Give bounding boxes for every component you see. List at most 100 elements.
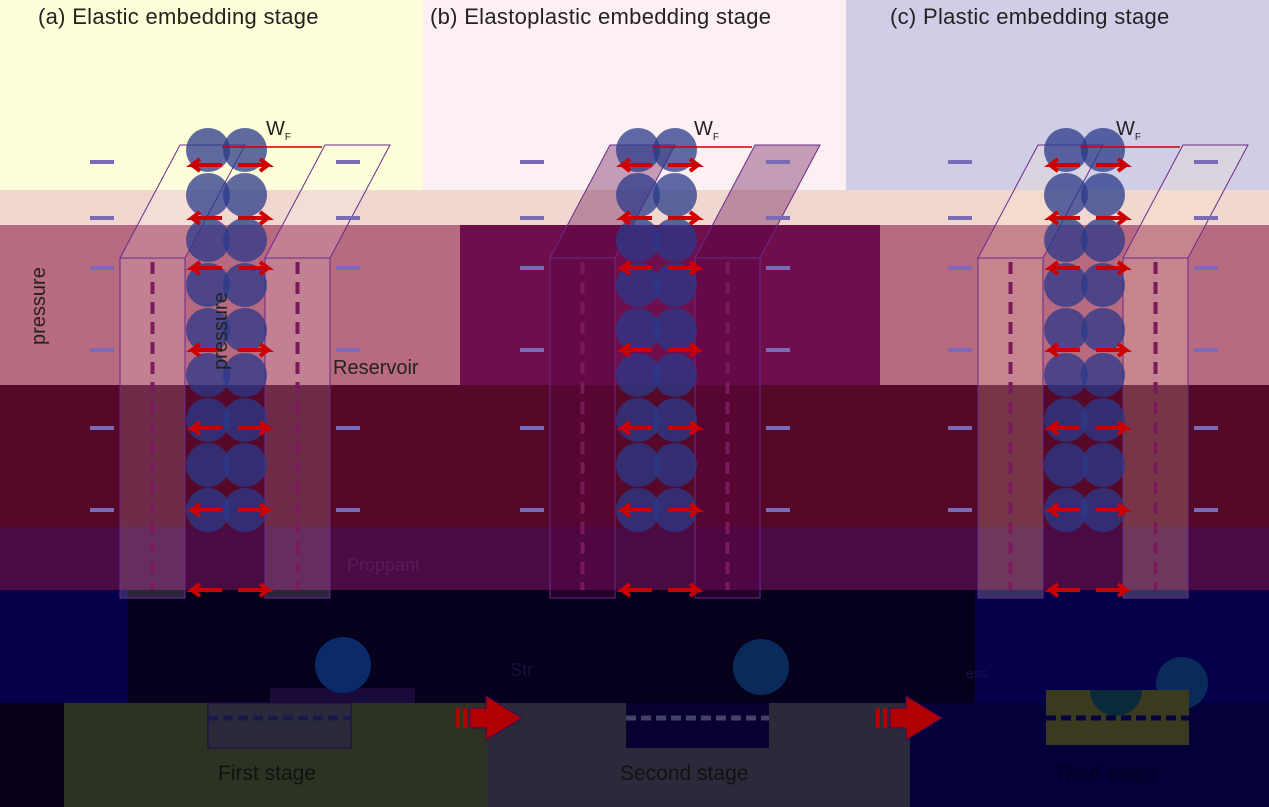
proppant-particle <box>1044 308 1088 352</box>
arrow-left-icon <box>1044 157 1080 173</box>
arrow-right-icon <box>1096 157 1132 173</box>
arrow-left-icon <box>186 420 222 436</box>
stage-arrow-icon <box>469 695 523 741</box>
arrow-left-icon <box>616 210 652 226</box>
panel-b-fracture-width: WF <box>694 118 719 143</box>
proppant-particle <box>653 353 697 397</box>
proppant-particle <box>1044 443 1088 487</box>
proppant-particle <box>223 308 267 352</box>
arrow-right-icon <box>1096 420 1132 436</box>
arrow-left-icon <box>616 342 652 358</box>
fracture-face <box>977 257 1044 599</box>
arrow-right-icon <box>1096 582 1132 598</box>
rock-surface <box>270 688 415 703</box>
arrow-right-icon <box>238 582 274 598</box>
arrow-right-icon <box>668 210 704 226</box>
proppant-particle <box>653 308 697 352</box>
proppant-label: Proppant <box>347 555 421 575</box>
panel-a-fracture-width: WF <box>266 118 291 143</box>
fluid-pressure-label: pressure <box>210 292 232 370</box>
proppant-particle <box>653 218 697 262</box>
reservoir-label: Reservoir <box>333 357 419 379</box>
proppant-particle <box>186 308 230 352</box>
arrow-right-icon <box>1096 342 1132 358</box>
arrow-left-icon <box>1044 210 1080 226</box>
proppant-particle <box>223 218 267 262</box>
proppant-particle <box>223 443 267 487</box>
proppant-particle <box>1044 218 1088 262</box>
arrow-left-icon <box>1044 420 1080 436</box>
arrow-left-icon <box>616 502 652 518</box>
fracture-face-top <box>1122 144 1249 259</box>
embedded-particle <box>1090 690 1142 716</box>
proppant-particle <box>223 398 267 442</box>
proppant-particle <box>223 263 267 307</box>
stage-arrow-icon <box>889 695 943 741</box>
rock-block <box>626 703 769 748</box>
arrow-right-icon <box>238 420 274 436</box>
proppant-particle <box>315 637 371 693</box>
arrow-right-icon <box>238 502 274 518</box>
proppant-particle <box>186 218 230 262</box>
stress-label: Str <box>510 660 534 680</box>
proppant-particle <box>186 353 230 397</box>
arrow-left-icon <box>186 342 222 358</box>
arrow-right-icon <box>238 157 274 173</box>
proppant-particle <box>653 128 697 172</box>
arrow-left-icon <box>186 502 222 518</box>
arrow-left-icon <box>616 420 652 436</box>
proppant-particle <box>1081 263 1125 307</box>
panel-a-title: (a) Elastic embedding stage <box>38 4 319 29</box>
proppant-particle <box>1081 443 1125 487</box>
band-6c <box>975 590 1269 703</box>
arrow-right-icon <box>668 260 704 276</box>
proppant-particle <box>653 398 697 442</box>
arrow-right-icon <box>238 210 274 226</box>
proppant-particle <box>616 443 660 487</box>
stage-arrow-tail <box>456 708 460 728</box>
proppant-particle <box>1081 128 1125 172</box>
arrow-right-icon <box>238 342 274 358</box>
third-stage-label: Third stage <box>1053 762 1159 785</box>
band-5 <box>0 527 1269 590</box>
arrow-left-icon <box>186 582 222 598</box>
proppant-particle <box>223 353 267 397</box>
band-6a <box>0 590 128 703</box>
proppant-particle <box>186 443 230 487</box>
proppant-particle <box>616 173 660 217</box>
panel-c-fracture-width: WF <box>1116 118 1141 143</box>
proppant-particle <box>1044 353 1088 397</box>
proppant-particle <box>616 353 660 397</box>
second-stage-label: Second stage <box>620 762 749 785</box>
stage-arrow-tail <box>463 708 467 728</box>
proppant-particle <box>653 263 697 307</box>
stage-arrow-tail <box>876 708 880 728</box>
fracture-face-top <box>264 144 391 259</box>
proppant-particle <box>1081 308 1125 352</box>
arrow-right-icon <box>668 420 704 436</box>
arrow-left-icon <box>616 157 652 173</box>
arrow-right-icon <box>668 502 704 518</box>
arrow-right-icon <box>668 342 704 358</box>
rock-block <box>207 702 352 749</box>
arrow-left-icon <box>186 157 222 173</box>
arrow-left-icon <box>1044 260 1080 276</box>
arrow-right-icon <box>238 260 274 276</box>
panel-b-title: (b) Elastoplastic embedding stage <box>430 4 772 29</box>
proppant-particle <box>186 173 230 217</box>
panel-c-title: (c) Plastic embedding stage <box>890 4 1170 29</box>
arrow-right-icon <box>1096 502 1132 518</box>
arrow-left-icon <box>1044 342 1080 358</box>
arrow-right-icon <box>1096 210 1132 226</box>
proppant-particle <box>1081 398 1125 442</box>
arrow-right-icon <box>668 157 704 173</box>
proppant-particle <box>1081 173 1125 217</box>
proppant-particle <box>616 308 660 352</box>
arrow-right-icon <box>668 582 704 598</box>
stage-arrow-tail <box>883 708 887 728</box>
arrow-right-icon <box>1096 260 1132 276</box>
arrow-left-icon <box>1044 582 1080 598</box>
proppant-particle <box>616 218 660 262</box>
proppant-particle <box>653 443 697 487</box>
